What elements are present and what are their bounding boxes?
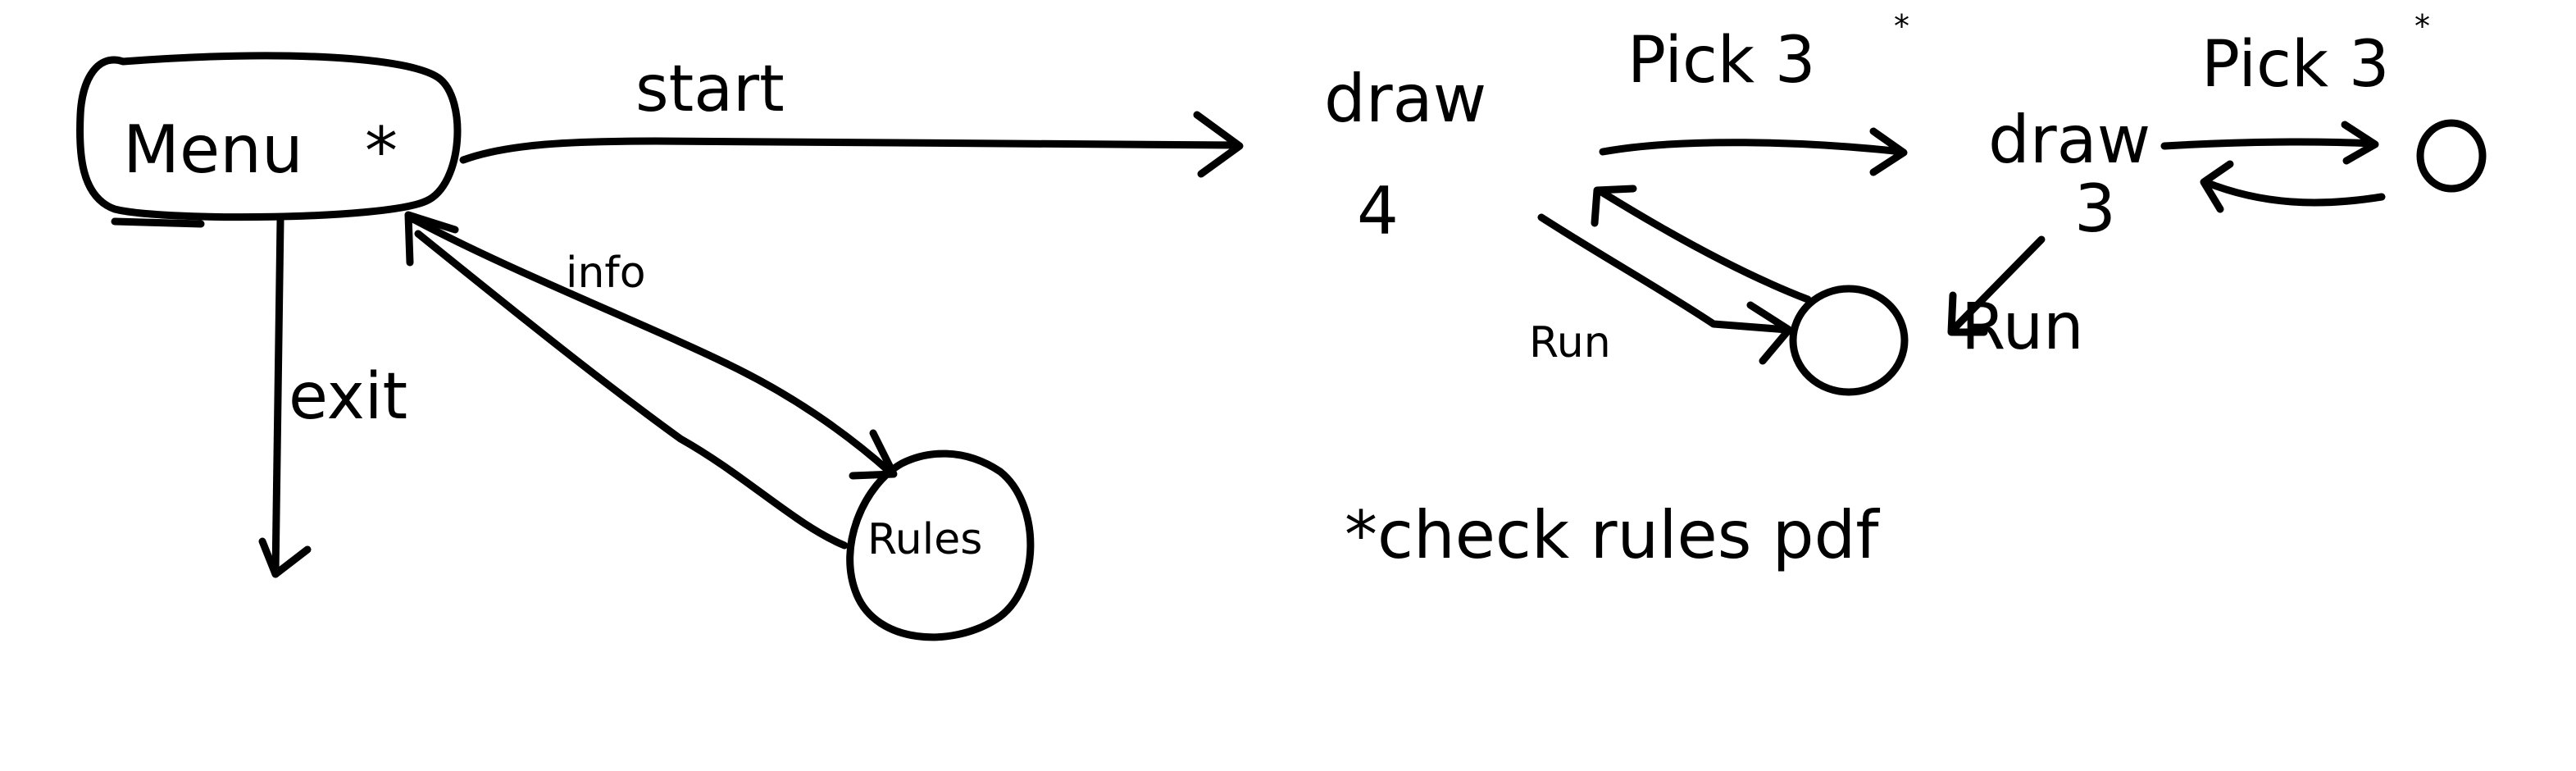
run-loop-node (1789, 285, 1909, 396)
edge-pick3-a-marker: * (1894, 8, 1909, 44)
edge-run-b-arrowhead (1947, 291, 1988, 336)
edge-start-label: start (635, 52, 785, 126)
edge-pick3-b-return-line (2201, 178, 2386, 207)
menu-node-marker: * (365, 113, 398, 189)
edge-run-b: Run (1947, 235, 2084, 364)
edge-info-line-outbound (406, 213, 894, 476)
draw3-node: draw 3 (1988, 102, 2150, 247)
rules-node: Rules (846, 449, 1035, 641)
menu-node: Menu * (75, 52, 462, 221)
edge-info-label: info (566, 249, 646, 298)
edge-run-a-return-line (1595, 186, 1812, 303)
edge-pick3-a-line (1599, 139, 1906, 156)
draw4-node-label-line2: 4 (1357, 173, 1399, 249)
menu-node-label: Menu (123, 112, 303, 188)
edge-start: start (459, 52, 1244, 178)
edge-pick3-a: Pick 3 * (1599, 8, 1909, 176)
draw4-node: draw 4 (1324, 61, 1486, 249)
rules-node-outline (846, 449, 1035, 641)
edge-run-a-outbound-line (1537, 213, 1791, 334)
edge-run-a-label: Run (1529, 318, 1611, 367)
edge-info-arrowhead-bottom (849, 429, 898, 480)
rules-pdf-note: *check rules pdf (1345, 497, 1880, 573)
draw4-node-label-line1: draw (1324, 61, 1486, 137)
edge-start-arrowhead (1193, 111, 1244, 178)
edge-info-line-return (414, 230, 849, 550)
edge-exit-arrowhead (258, 537, 312, 578)
edge-info: info (404, 211, 898, 550)
edge-exit-line (271, 216, 284, 578)
edge-pick3-b-return-arrowhead (2200, 160, 2234, 213)
edge-pick3-b-forward-arrowhead (2341, 121, 2379, 165)
edge-exit-label: exit (289, 360, 407, 434)
rules-node-label: Rules (867, 515, 982, 564)
edge-pick3-b-forward-line (2160, 138, 2378, 150)
edge-run-b-label: Run (1961, 290, 2084, 364)
edge-pick3-b: Pick 3 * (2160, 8, 2430, 213)
edge-pick3-a-label: Pick 3 (1627, 24, 1815, 98)
menu-node-outline (75, 52, 462, 221)
edge-pick3-b-marker: * (2414, 8, 2430, 44)
draw3-node-label-line1: draw (1988, 102, 2150, 178)
edge-run-a-return-arrowhead (1591, 185, 1637, 227)
edge-run-b-line (1949, 235, 2046, 334)
edge-run-a: Run (1529, 185, 1812, 367)
edge-run-a-outbound-arrowhead (1746, 301, 1793, 365)
draw3-node-label-line2: 3 (2074, 171, 2116, 247)
edge-exit: exit (111, 216, 407, 578)
edge-pick3-b-label: Pick 3 (2201, 28, 2389, 102)
edge-info-arrowhead-top (404, 211, 459, 267)
end-node (2416, 119, 2487, 193)
edge-start-line (459, 137, 1242, 164)
edge-exit-tail (111, 217, 205, 228)
edge-pick3-a-arrowhead (1869, 127, 1908, 176)
